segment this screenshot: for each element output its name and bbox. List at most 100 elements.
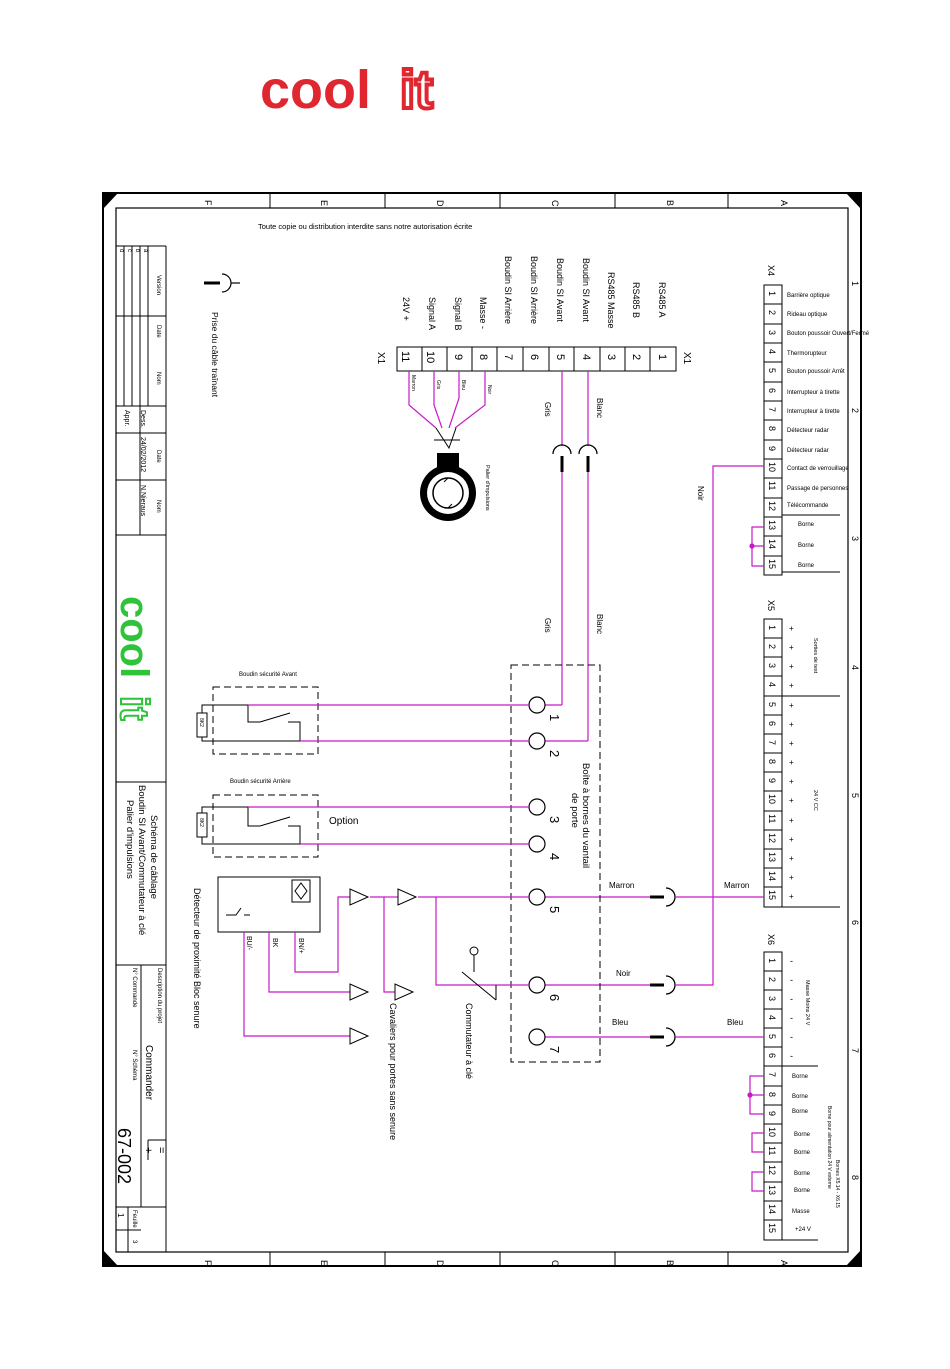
x4-terminal-strip	[763, 284, 840, 576]
x6-number: 3	[767, 996, 777, 1001]
detector-wire-label: BN/+	[297, 938, 304, 954]
x1-terminal-number: 2	[630, 354, 642, 360]
x5-number: 1	[767, 625, 777, 630]
noir-wire	[542, 465, 764, 986]
x4-function: Interrupteur à tirette	[787, 390, 840, 396]
corner-mark	[103, 1250, 118, 1266]
x1-signal: Signal B	[453, 297, 463, 331]
encoder-wire-label: Marron	[410, 375, 416, 391]
encoder-wire-label: Gris	[435, 380, 441, 390]
wire-label-gris: Gris	[543, 402, 552, 417]
encoder-symbol	[420, 427, 476, 521]
grid-number-side: 6	[850, 920, 860, 925]
x5-number: 5	[767, 702, 777, 707]
x5-number: 2	[767, 644, 777, 649]
title-block	[116, 245, 167, 1252]
gris-blanc-cables	[542, 371, 589, 742]
cavalier-arrows	[349, 888, 418, 1045]
x5-number: 9	[767, 778, 777, 783]
grid-letter-bottom: C	[550, 1260, 560, 1267]
x6-borne: Borne	[794, 1150, 811, 1156]
logo-word-cool: cool	[260, 62, 371, 114]
x6-number: 6	[767, 1053, 777, 1058]
x5-label: X5	[766, 600, 776, 611]
x6-sign: -	[790, 956, 793, 966]
wire-connectors	[650, 887, 676, 1047]
x6-bridges	[747, 1075, 764, 1192]
eq-sign: =	[155, 1147, 167, 1153]
x1-signal: Boudin SI Avant	[581, 258, 591, 322]
x6-borne: Borne	[792, 1074, 809, 1080]
x6-number: 15	[767, 1223, 777, 1233]
plug-label: Prise du câble traînant	[210, 312, 220, 398]
x6-number: 7	[767, 1072, 777, 1077]
proximity-sensor-icon	[226, 879, 311, 916]
encoder-label: Palier d'impulsions	[484, 465, 490, 511]
x4-function: Borne	[798, 563, 815, 569]
commander-text: Commander	[143, 1045, 154, 1101]
wire-label-blanc: Blanc	[595, 398, 604, 418]
rev-letter: b	[134, 249, 140, 253]
grid-letter-bottom: A	[779, 1260, 789, 1266]
corner-mark	[846, 1250, 861, 1266]
x5-number: 8	[767, 759, 777, 764]
proximity-detector	[217, 876, 321, 933]
grid-number-side: 1	[850, 281, 860, 286]
x5-number: 4	[767, 682, 777, 687]
grid-letter-bottom: E	[319, 1260, 329, 1266]
x5-number: 11	[767, 814, 777, 823]
grid-letter-top: B	[665, 200, 675, 206]
wire-label-bleu: Bleu	[612, 1018, 628, 1027]
cavaliers-label: Cavaliers pour portes sans senure	[388, 1003, 398, 1140]
vantail-box-label-2: de porte	[569, 793, 580, 828]
x4-function: Bouton poussoir Arrêt	[787, 369, 845, 375]
encoder-wires	[408, 371, 486, 429]
boudin-avant-resistor: 8K2	[198, 718, 204, 727]
plug-symbol	[204, 273, 240, 293]
x5-number: 12	[767, 833, 777, 843]
boudin-arriere-resistor: 8K2	[198, 818, 204, 827]
grid-letter-top: D	[435, 200, 445, 207]
x6-group-masse: Masse Moins 24 V	[804, 980, 810, 1026]
encoder-wire-label: Bleu	[460, 380, 466, 390]
boudin-avant-label: Boudin sécurité Avant	[239, 672, 297, 678]
x1-terminal-strip	[396, 346, 677, 372]
x4-function: Borne	[798, 522, 815, 528]
x5-sign: +	[789, 720, 794, 729]
commande-label: N° Commande	[131, 968, 137, 1008]
x1-terminal-number: 8	[477, 354, 489, 360]
x5-sign: +	[789, 796, 794, 805]
outer-frame	[102, 192, 862, 1267]
x4-function: Passage de personnes	[787, 486, 848, 492]
x4-function: Contact de verrouillage	[787, 466, 849, 472]
option-label: Option	[329, 816, 358, 827]
x4-function: Rideau optique	[787, 312, 828, 318]
x5-sign: +	[789, 816, 794, 825]
x1-terminal-number: 9	[452, 354, 464, 360]
date-label: Date	[155, 325, 161, 338]
x4-number: 12	[767, 501, 777, 511]
x4-function: Bouton poussoir Ouvert/Fermé	[787, 331, 870, 337]
x4-number: 3	[767, 330, 777, 335]
vantail-terminal-number: 3	[547, 816, 562, 823]
x4-number: 11	[767, 481, 777, 490]
company-logo: cool it	[260, 62, 435, 114]
inner-frame	[115, 207, 849, 1253]
wire-label-blanc-2: Blanc	[595, 614, 604, 634]
x6-label: X6	[766, 934, 776, 945]
x5-sign: +	[789, 835, 794, 844]
wire-label-marron-x5: Marron	[724, 881, 749, 890]
detector-wire-label: BK	[271, 938, 278, 948]
x4-number: 8	[767, 426, 777, 431]
rev-letter: d	[118, 249, 124, 252]
x5-sign: +	[789, 624, 794, 633]
x4-number: 2	[767, 310, 777, 315]
wire-label-noir: Noir	[616, 969, 631, 978]
wire-label-marron: Marron	[609, 881, 634, 890]
vantail-terminal-number: 4	[547, 853, 562, 860]
x4-number: 15	[767, 559, 777, 569]
x6-number: 9	[767, 1111, 777, 1116]
x6-sign: -	[790, 1032, 793, 1042]
x1-signal: Masse -	[478, 297, 488, 329]
